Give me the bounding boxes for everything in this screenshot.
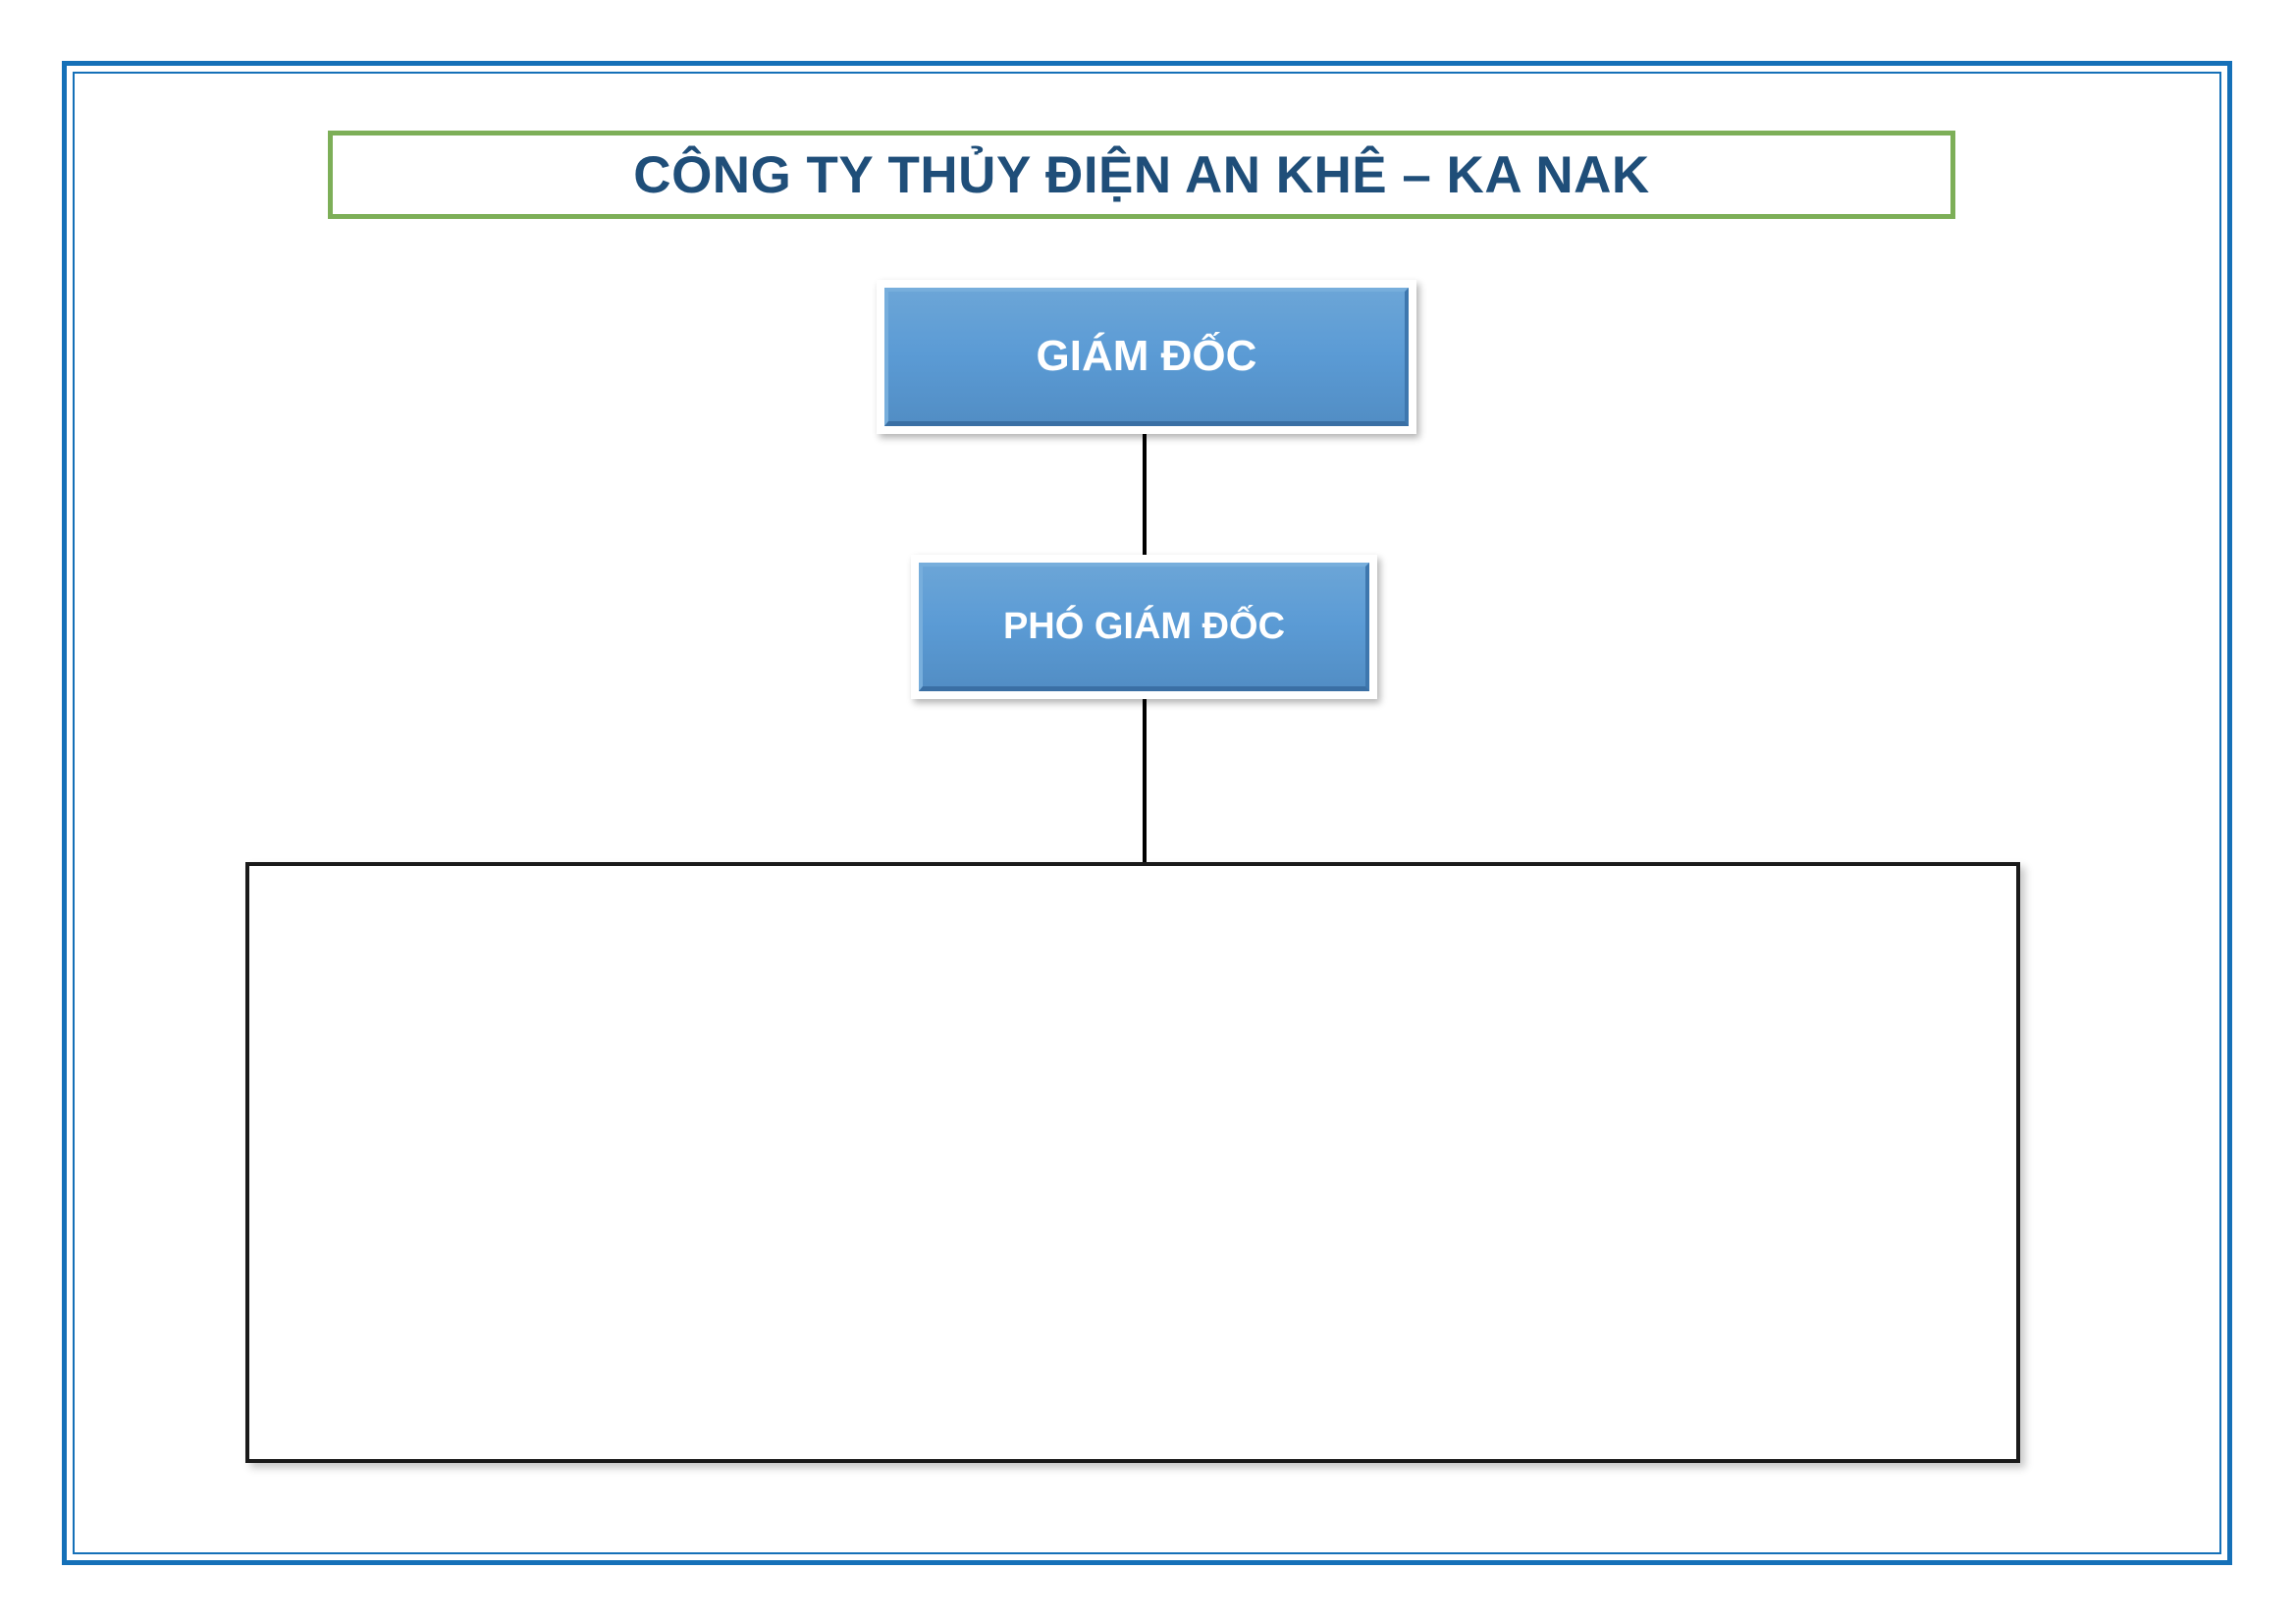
connector-director-to-deputy bbox=[1143, 434, 1147, 558]
org-node-deputy-director-label: PHÓ GIÁM ĐỐC bbox=[1002, 605, 1286, 647]
outer-frame-inner-line bbox=[73, 72, 2221, 1554]
department-group-container: PHÒNG HC - LĐ PHÒNG KH - VT PHÒNG KT - A… bbox=[245, 862, 2020, 1463]
page-title: CÔNG TY THỦY ĐIỆN AN KHÊ – KA NAK bbox=[633, 145, 1650, 204]
org-node-director-label: GIÁM ĐỐC bbox=[1036, 332, 1257, 380]
connector-deputy-to-department-group bbox=[1143, 699, 1147, 864]
org-node-director-face: GIÁM ĐỐC bbox=[884, 288, 1409, 426]
org-node-director[interactable]: GIÁM ĐỐC bbox=[877, 280, 1416, 434]
org-node-deputy-director-face: PHÓ GIÁM ĐỐC bbox=[919, 563, 1369, 691]
outer-frame bbox=[62, 61, 2232, 1565]
company-title-box: CÔNG TY THỦY ĐIỆN AN KHÊ – KA NAK bbox=[328, 131, 1955, 219]
org-node-deputy-director[interactable]: PHÓ GIÁM ĐỐC bbox=[911, 555, 1377, 699]
